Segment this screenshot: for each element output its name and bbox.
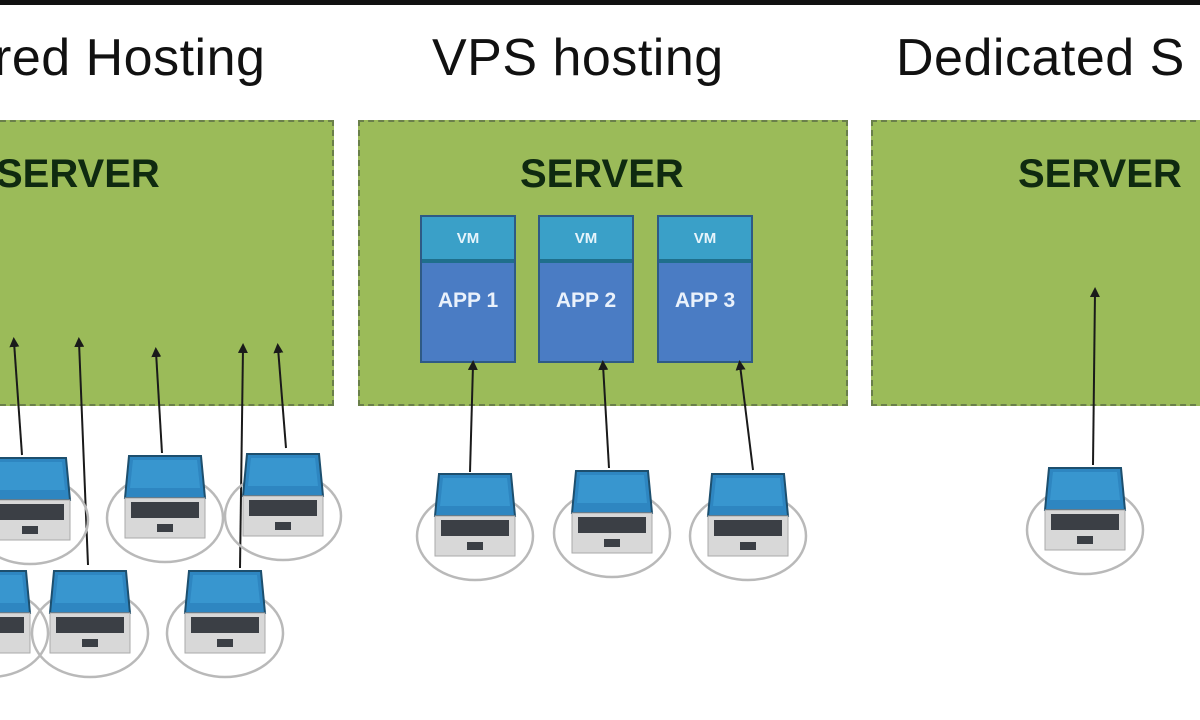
laptop-icon	[552, 469, 672, 579]
vm-box: VM APP 3	[657, 215, 753, 363]
top-border	[0, 0, 1200, 5]
connection-arrow	[237, 343, 248, 569]
dedicated-server-title: Dedicated S	[896, 29, 1185, 87]
app-label: APP 2	[555, 289, 617, 312]
laptop-icon	[165, 569, 285, 679]
connection-arrow	[598, 360, 610, 469]
connection-arrow	[9, 337, 23, 456]
connection-arrow	[151, 347, 163, 454]
connection-arrow	[467, 360, 478, 473]
laptop-icon	[30, 569, 150, 679]
laptop-icon	[1025, 466, 1145, 576]
laptop-icon	[223, 452, 343, 562]
shared-hosting-title: red Hosting	[0, 29, 266, 87]
app-label: APP 1	[437, 289, 499, 312]
shared-server-label: SERVER	[0, 152, 160, 196]
connection-arrow	[273, 343, 287, 449]
vm-label: VM	[422, 217, 514, 263]
laptop-icon	[415, 472, 535, 582]
connection-arrow	[735, 360, 754, 471]
dedicated-server-panel	[871, 120, 1200, 406]
vm-label: VM	[540, 217, 632, 263]
vps-server-label: SERVER	[520, 152, 684, 196]
vm-box: VM APP 2	[538, 215, 634, 363]
laptop-icon	[0, 569, 50, 679]
laptop-icon	[105, 454, 225, 564]
laptop-icon	[0, 456, 90, 566]
vm-box: VM APP 1	[420, 215, 516, 363]
dedicated-server-label: SERVER	[1018, 152, 1182, 196]
laptop-icon	[688, 472, 808, 582]
app-label: APP 3	[674, 289, 736, 312]
connection-arrow	[1089, 287, 1100, 466]
vps-hosting-title: VPS hosting	[432, 29, 724, 87]
vm-label: VM	[659, 217, 751, 263]
